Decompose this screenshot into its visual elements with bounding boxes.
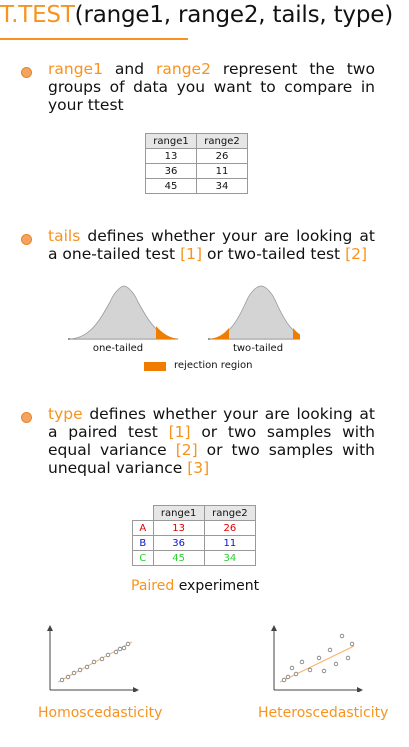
cell: 34	[196, 178, 248, 194]
cell: 36	[152, 535, 205, 551]
paragraph-tails: tails defines whether your are looking a…	[48, 227, 375, 263]
homoscedasticity-plot	[47, 625, 139, 692]
cell: 13	[152, 520, 205, 536]
one-tailed-curve	[69, 285, 179, 340]
bullet-icon	[21, 412, 32, 423]
two-tailed-label: two-tailed	[232, 343, 284, 354]
function-args: (range1, range2, tails, type)	[74, 2, 393, 28]
text: defines whether your are looking at	[89, 405, 375, 423]
bullet-icon	[21, 67, 32, 78]
keyword-tails: tails	[48, 227, 81, 245]
page-title: T.TEST(range1, range2, tails, type)	[0, 2, 393, 28]
two-tailed-right-rejection	[293, 328, 300, 339]
corner-cell	[132, 505, 153, 521]
keyword-type: type	[48, 405, 83, 423]
text: represent the two	[222, 60, 375, 78]
text: defines whether your are looking at	[87, 227, 375, 245]
text: experiment	[178, 578, 260, 594]
text: a paired test	[48, 423, 158, 441]
text: groups of data you want to compare in	[48, 78, 375, 96]
cell: 45	[145, 178, 197, 194]
table-header: range2	[203, 505, 257, 521]
cell: 34	[203, 550, 257, 566]
two-tailed-left-rejection	[210, 328, 229, 339]
legend-label: rejection region	[174, 360, 253, 371]
row-label: C	[132, 550, 154, 566]
option-3: [3]	[187, 459, 210, 477]
paragraph-type: type defines whether your are looking at…	[48, 405, 375, 477]
bullet-icon	[21, 234, 32, 245]
text: or two samples with	[206, 441, 375, 459]
distribution-curves	[68, 285, 300, 340]
title-underline	[0, 38, 188, 40]
table-header: range1	[145, 133, 197, 149]
keyword-paired: Paired	[131, 578, 175, 594]
cell: 36	[145, 163, 197, 179]
two-tailed-curve	[209, 285, 300, 340]
one-tailed-rejection	[156, 326, 178, 339]
option-1: [1]	[168, 423, 191, 441]
table-header: range1	[152, 505, 205, 521]
text: equal variance	[48, 441, 167, 459]
keyword-range2: range2	[156, 60, 211, 78]
table-header: range2	[196, 133, 248, 149]
row-label: B	[132, 535, 154, 551]
cell: 13	[145, 148, 197, 164]
paragraph-range: range1 and range2 represent the two grou…	[48, 60, 375, 114]
function-name: T.TEST	[0, 2, 75, 28]
cell: 11	[203, 535, 257, 551]
option-2: [2]	[175, 441, 198, 459]
text: unequal variance	[48, 459, 183, 477]
one-tailed-label: one-tailed	[92, 343, 144, 354]
rejection-region-swatch	[144, 362, 166, 371]
row-label: A	[132, 520, 154, 536]
heteroscedasticity-plot	[271, 625, 363, 692]
text: and	[114, 60, 145, 78]
option-2: [2]	[345, 245, 368, 263]
keyword-range1: range1	[48, 60, 103, 78]
homoscedasticity-label: Homoscedasticity	[38, 705, 163, 721]
cell: 45	[152, 550, 205, 566]
text: a one-tailed test	[48, 245, 176, 263]
text: or two-tailed test	[206, 245, 341, 263]
cell: 11	[196, 163, 248, 179]
cell: 26	[203, 520, 257, 536]
text: or two samples with	[201, 423, 375, 441]
option-1: [1]	[180, 245, 203, 263]
cell: 26	[196, 148, 248, 164]
paired-caption: Paired experiment	[131, 578, 259, 594]
heteroscedasticity-label: Heteroscedasticity	[258, 705, 389, 721]
text: your ttest	[48, 96, 124, 114]
